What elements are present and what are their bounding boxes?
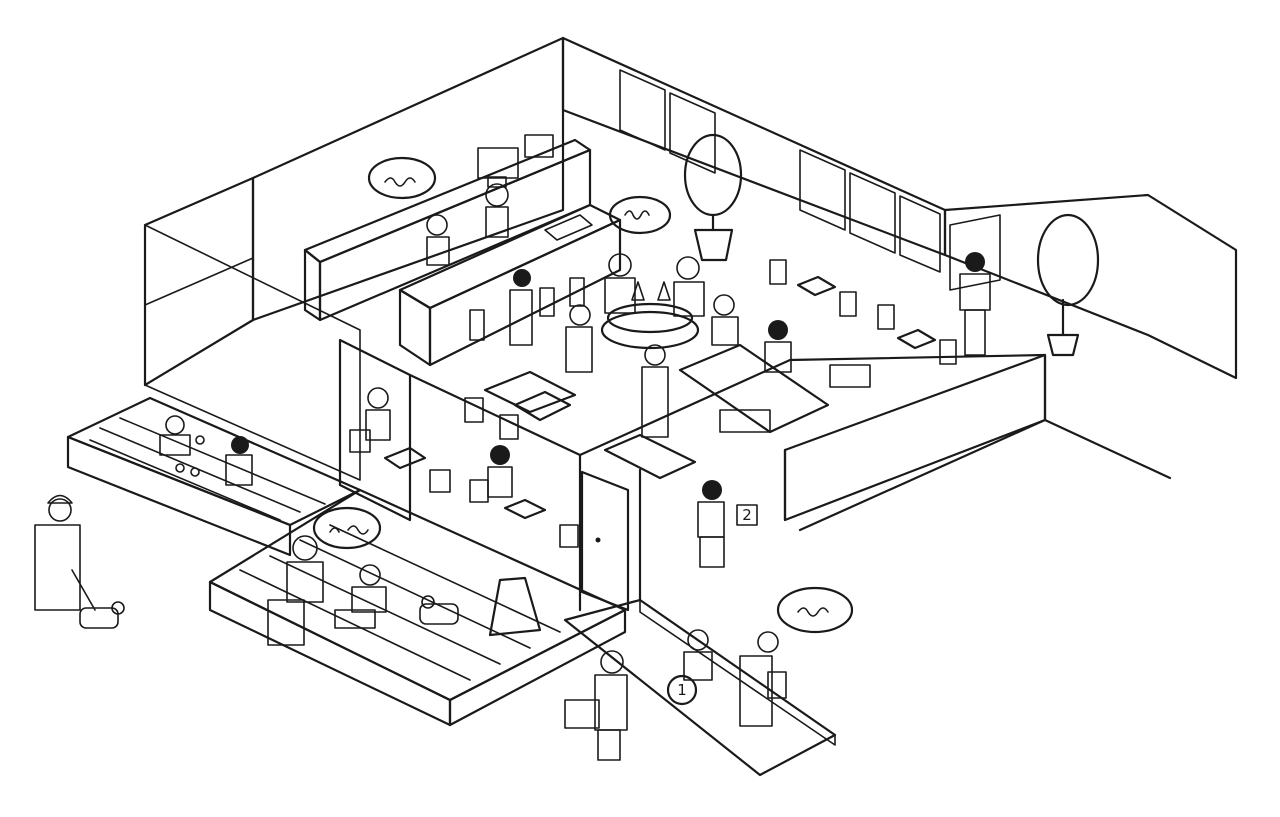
- wheelchair-ramp: [563, 598, 837, 777]
- entrance-door: [580, 470, 630, 612]
- people: 2: [34, 176, 991, 761]
- speech-bubble-icon: [367, 156, 437, 200]
- jumping-child: [334, 564, 387, 629]
- customer-group: [565, 253, 792, 438]
- sink-icon: [544, 214, 593, 241]
- interior-walls: [408, 353, 1172, 612]
- dog-icon: [419, 595, 459, 625]
- microwave-icon: [477, 147, 519, 179]
- person-by-window: [959, 252, 991, 356]
- woman-with-dog: [34, 494, 96, 611]
- plant-icon: [683, 133, 743, 262]
- speech-bubble-icon: [312, 506, 382, 550]
- kitchen-counter: [303, 134, 622, 367]
- wheelchair-icon: [666, 674, 698, 706]
- wheelchair-number: 1: [677, 681, 687, 699]
- cook: [426, 214, 450, 266]
- kids-on-deck: [159, 415, 253, 486]
- order-number-card: [736, 504, 758, 526]
- order-carrier: 2: [697, 480, 758, 568]
- man-with-bag: [564, 650, 628, 761]
- cake-icon: [600, 281, 700, 350]
- wooden-deck-upper: [66, 396, 362, 557]
- dog-icon: [79, 601, 125, 629]
- windows: [619, 69, 1001, 291]
- helper-woman: [739, 631, 787, 727]
- plant-icon: [1036, 213, 1100, 357]
- older-man-sitting: [267, 535, 324, 646]
- speech-bubble-icon: [608, 195, 672, 235]
- order-number-label: 2: [742, 506, 752, 524]
- dining-tables: [383, 275, 937, 520]
- chairs: [349, 259, 957, 548]
- wooden-deck-lower: [208, 488, 627, 727]
- chef: [485, 176, 509, 238]
- left-glass-partition: [143, 176, 412, 522]
- waiter: [509, 269, 533, 346]
- sign-board-icon: [488, 576, 542, 637]
- speech-bubble-icon: [776, 586, 854, 634]
- long-communal-table: [678, 343, 830, 434]
- wheelchair-user: 1: [666, 629, 713, 706]
- seated-reader: [365, 387, 513, 498]
